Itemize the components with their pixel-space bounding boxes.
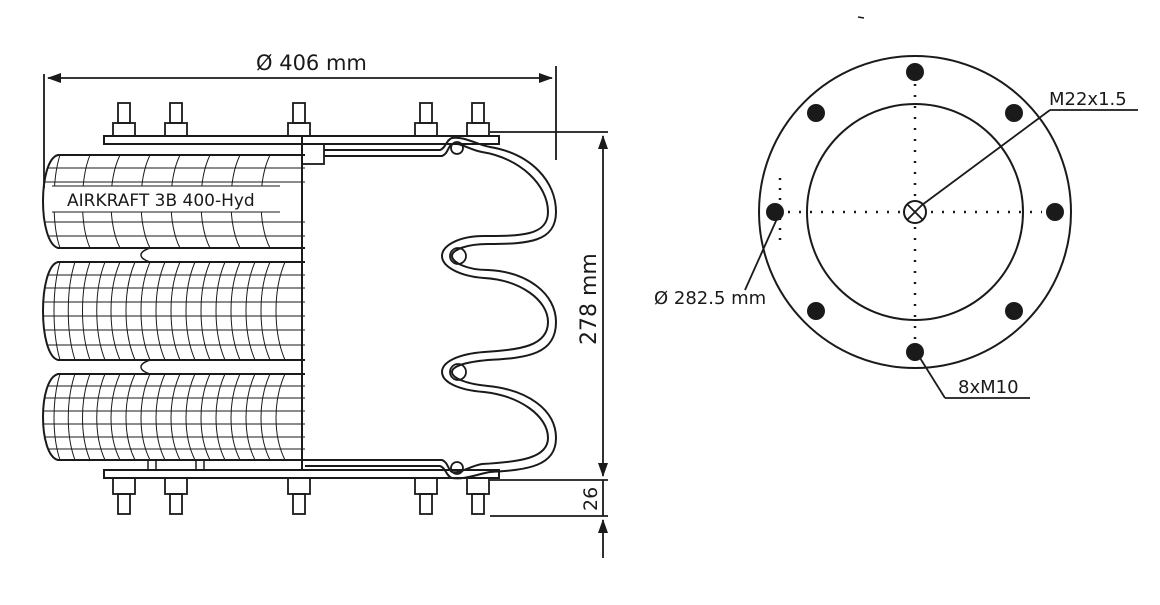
diameter-dimension bbox=[43, 66, 557, 188]
inner-circle bbox=[806, 103, 1024, 321]
bolt-hole bbox=[906, 63, 924, 81]
bolts-label: 8xM10 bbox=[958, 377, 1019, 398]
plate-offset-label: 26 bbox=[580, 487, 602, 511]
height-dimension bbox=[490, 131, 608, 558]
bolt-hole bbox=[1005, 302, 1023, 320]
bellows-outline bbox=[305, 136, 558, 480]
bolt-hole bbox=[906, 343, 924, 361]
outer-plate-circle bbox=[758, 55, 1072, 369]
bolt-hole bbox=[766, 203, 784, 221]
bottom-studs bbox=[112, 477, 490, 515]
bellows-section bbox=[42, 154, 305, 461]
bolt-hole bbox=[1005, 104, 1023, 122]
outer-diameter-label: Ø 406 mm bbox=[256, 51, 367, 75]
height-label: 278 mm bbox=[577, 253, 602, 345]
model-label: AIRKRAFT 3B 400-Hyd bbox=[67, 191, 255, 211]
bolt-hole bbox=[807, 302, 825, 320]
bolt-hole bbox=[807, 104, 825, 122]
bolt-circle-label: Ø 282.5 mm bbox=[654, 288, 766, 309]
side-view bbox=[42, 102, 558, 515]
bolt-holes bbox=[766, 63, 1064, 361]
bottom-plate bbox=[103, 469, 500, 479]
thread-label: M22x1.5 bbox=[1049, 89, 1127, 110]
bolt-hole bbox=[1046, 203, 1064, 221]
top-view bbox=[744, 55, 1138, 399]
top-studs bbox=[112, 102, 490, 137]
